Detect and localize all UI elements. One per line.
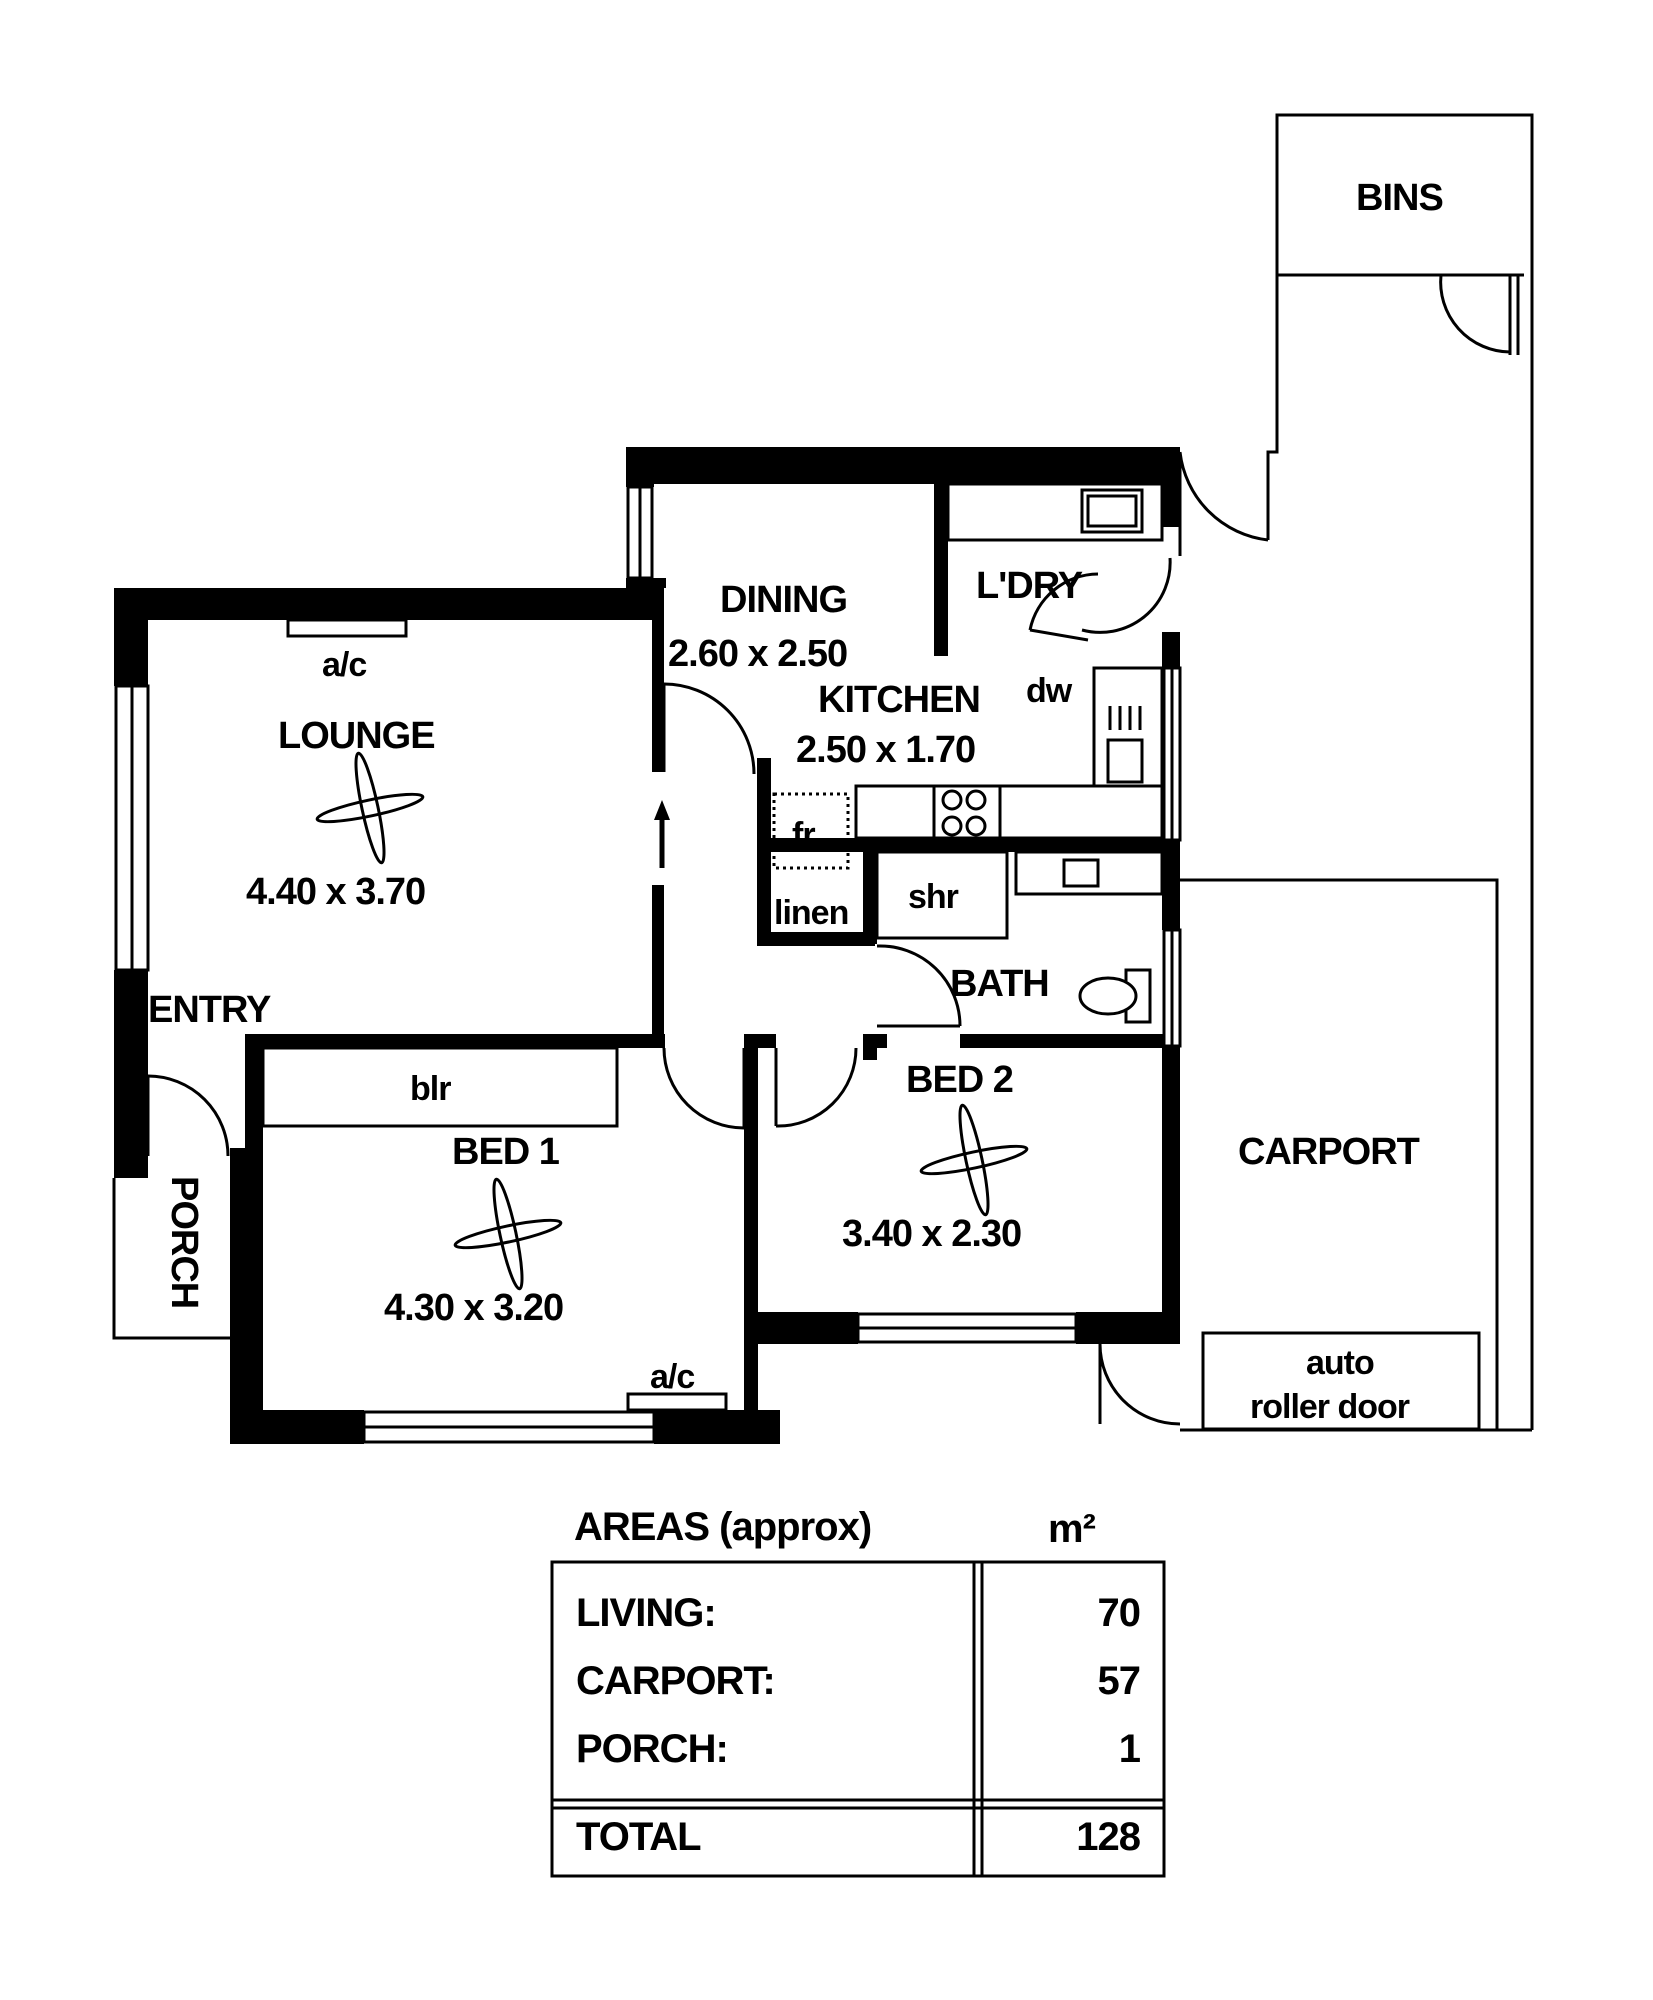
bed1-ac-label: a/c [650, 1358, 694, 1396]
areas-unit: m² [1048, 1507, 1096, 1551]
bins-label: BINS [1356, 177, 1443, 219]
lounge-label: LOUNGE [278, 715, 435, 757]
bed2-fan-icon [919, 1103, 1029, 1217]
lounge-size: 4.40 x 3.70 [246, 871, 425, 913]
bed1-size: 4.30 x 3.20 [384, 1287, 563, 1329]
areas-total-value: 128 [1076, 1815, 1140, 1859]
roller-door-label-1: auto [1306, 1344, 1374, 1382]
kitchen-label: KITCHEN [818, 679, 980, 721]
areas-table: AREAS (approx) m² LIVING: 70 CARPORT: 57… [550, 1505, 1166, 1878]
laundry-label: L'DRY [976, 565, 1083, 607]
areas-row-value: 70 [1098, 1591, 1141, 1635]
bins-enclosure [1266, 113, 1534, 1430]
bed1-label: BED 1 [452, 1131, 560, 1173]
carport-label: CARPORT [1238, 1131, 1420, 1173]
lounge-fan-icon [315, 751, 425, 865]
doors [112, 451, 1269, 1426]
areas-row-label: PORCH: [576, 1727, 728, 1771]
roller-door-label-2: roller door [1250, 1388, 1410, 1426]
areas-total-label: TOTAL [576, 1815, 701, 1859]
bed2-size: 3.40 x 2.30 [842, 1213, 1021, 1255]
linen-label: linen [774, 894, 848, 932]
fixtures [261, 482, 1164, 1412]
dishwasher-label: dw [1026, 672, 1073, 710]
fridge-label: fr [792, 816, 815, 854]
dining-label: DINING [720, 579, 847, 621]
shower-label: shr [908, 878, 959, 916]
bath-label: BATH [950, 963, 1049, 1005]
carport-outline [1180, 878, 1532, 1432]
kitchen-size: 2.50 x 1.70 [796, 729, 975, 771]
windows [114, 485, 1182, 1444]
bed1-fan-icon [453, 1177, 563, 1291]
areas-row-label: LIVING: [576, 1591, 716, 1635]
walls [114, 447, 1180, 1444]
dining-size: 2.60 x 2.50 [668, 633, 847, 675]
areas-heading: AREAS (approx) [574, 1505, 871, 1549]
areas-row-value: 1 [1119, 1727, 1141, 1771]
boiler-label: blr [410, 1070, 451, 1108]
entry-label: ENTRY [148, 989, 271, 1031]
areas-row-value: 57 [1098, 1659, 1141, 1703]
porch-label: PORCH [163, 1176, 205, 1308]
bed2-label: BED 2 [906, 1059, 1013, 1101]
lounge-ac-label: a/c [322, 646, 366, 684]
areas-row-label: CARPORT: [576, 1659, 775, 1703]
